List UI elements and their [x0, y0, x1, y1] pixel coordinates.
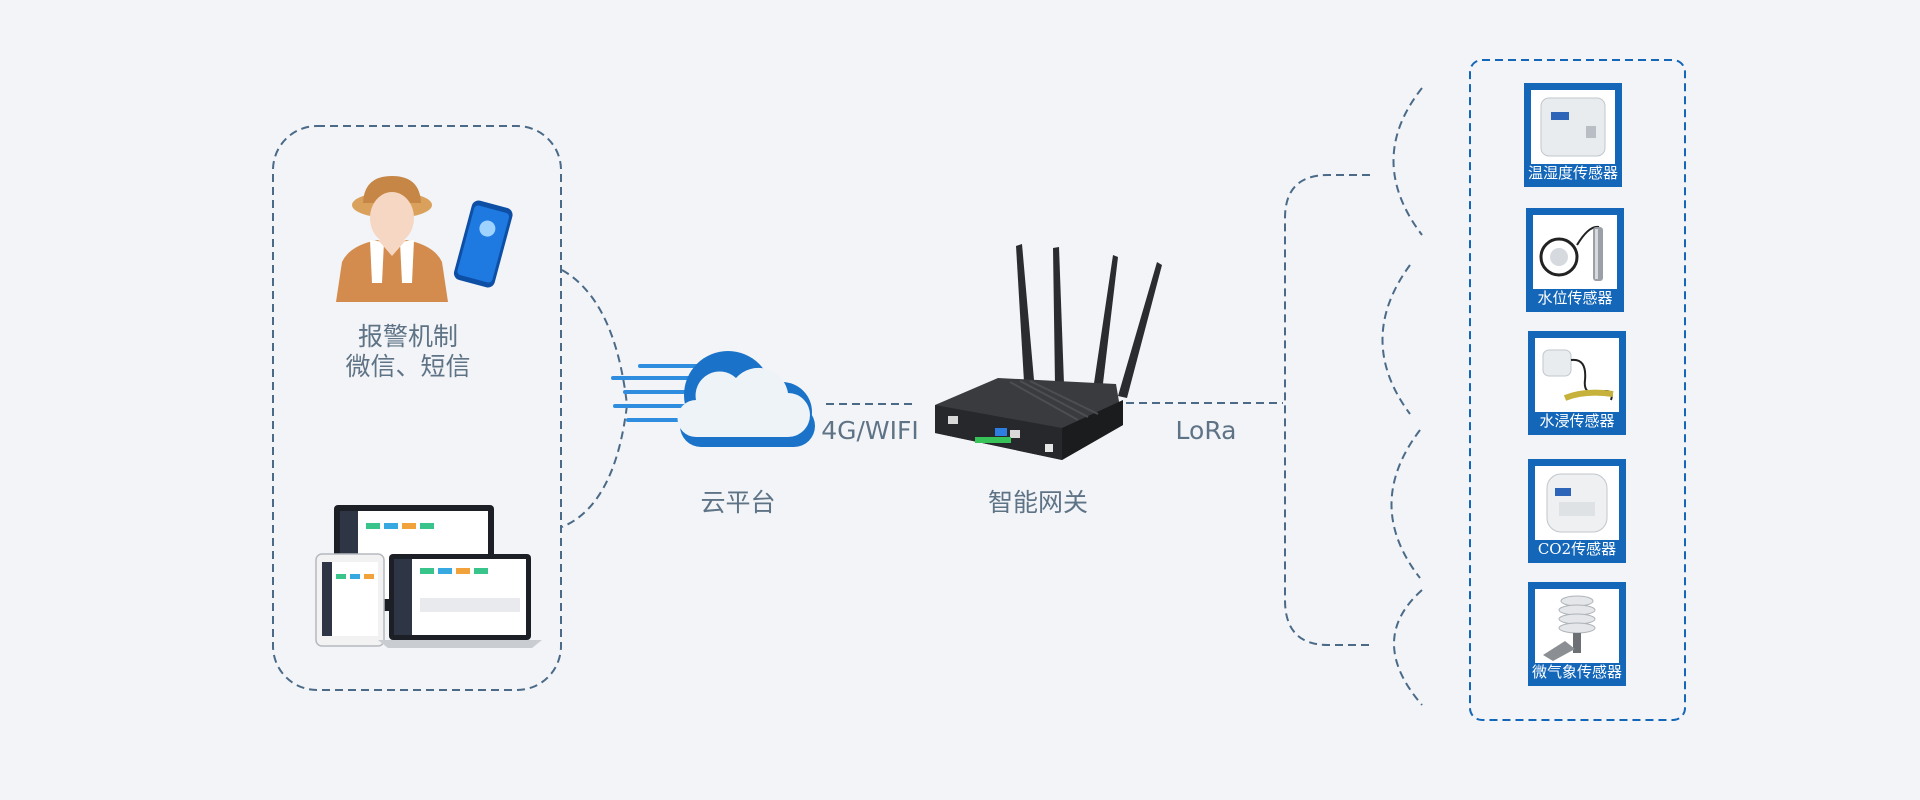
alarm-line1: 报警机制 — [357, 322, 459, 351]
sensor-label: 水位传感器 — [1537, 289, 1613, 307]
gateway-label: 智能网关 — [987, 488, 1089, 517]
farmer-icon — [336, 176, 448, 302]
sensor-label: 微气象传感器 — [1531, 663, 1622, 681]
micro-weather-sensor-icon — [1535, 589, 1619, 663]
sensor-card-water-level: 水位传感器 — [1526, 208, 1624, 312]
sensor-card-co2: CO2传感器 — [1528, 459, 1626, 563]
temp-humidity-sensor-icon — [1531, 90, 1615, 164]
tablet-icon — [315, 553, 385, 647]
sensor-label: 温湿度传感器 — [1527, 164, 1618, 182]
link-gateway-sensors-label: LoRa — [1175, 416, 1237, 445]
water-level-sensor-icon — [1533, 215, 1617, 289]
sensor-card-micro-weather: 微气象传感器 — [1528, 582, 1626, 686]
sensor-card-water-leak: 水浸传感器 — [1528, 331, 1626, 435]
sensor-label: 水浸传感器 — [1539, 412, 1615, 430]
cloud-label: 云平台 — [700, 488, 776, 517]
laptop-icon — [378, 554, 542, 648]
left-brace-connector — [561, 269, 629, 528]
gateway-icon — [935, 244, 1162, 460]
cloud-icon — [611, 351, 815, 447]
sensor-label: CO2传感器 — [1537, 540, 1617, 558]
water-leak-sensor-icon — [1535, 338, 1619, 412]
alarm-panel-border — [272, 125, 562, 691]
sensor-arcs — [1381, 87, 1423, 706]
smartphone-icon — [453, 200, 513, 288]
alarm-title: 报警机制 微信、短信 — [345, 322, 470, 382]
alarm-line2: 微信、短信 — [345, 352, 471, 381]
sensor-card-temp-humidity: 温湿度传感器 — [1524, 83, 1622, 187]
sensor-panel-border — [1469, 59, 1686, 721]
co2-sensor-icon — [1535, 466, 1619, 540]
link-cloud-gateway-label: 4G/WIFI — [821, 416, 919, 445]
right-brace-connector — [1284, 174, 1370, 646]
